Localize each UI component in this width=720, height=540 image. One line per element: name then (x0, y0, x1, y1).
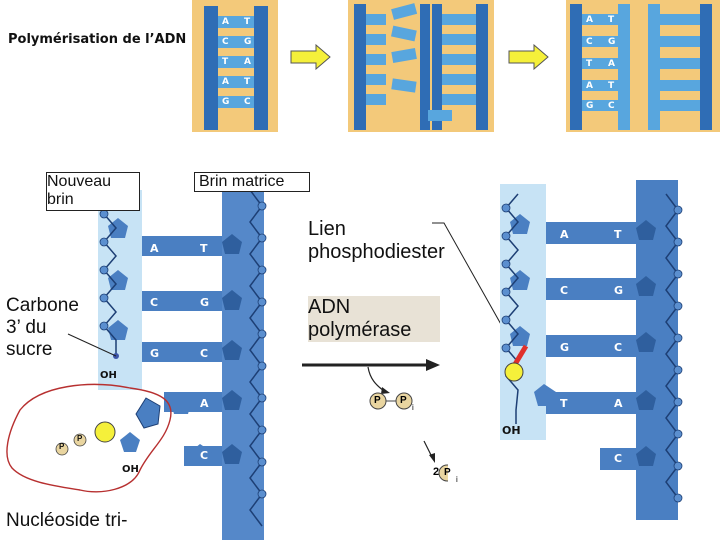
pair-left-1-b: G (200, 296, 210, 309)
thumb-right-a-0: A (586, 15, 593, 25)
phosphate-label-2: P (77, 434, 83, 443)
thumb-right-a-4: G (586, 101, 594, 111)
yellow-arrow-2 (508, 44, 549, 70)
dna-thumbnail-right-svg (570, 4, 712, 130)
pi-sub-1: i (412, 403, 414, 412)
thumb-right-b-4: C (608, 101, 615, 111)
pair-left-1-a: C (150, 296, 159, 309)
oh-label-top: OH (100, 370, 117, 381)
dna-thumbnail-left: A T C G T A A T G C (192, 0, 278, 132)
thumb-right-b-2: A (608, 59, 615, 69)
page-title: Polymérisation de l’ADN (8, 32, 187, 47)
thumb-left-a-2: T (222, 57, 229, 67)
label-nouveau-brin: Nouveau brin (46, 172, 140, 211)
pair-right-3-b: A (614, 397, 623, 410)
pair-right-1-b: G (614, 284, 624, 297)
two-label: 2 (433, 466, 440, 478)
thumb-left-b-2: A (244, 57, 251, 67)
dna-thumbnail-right: A T C G T A A T G C (566, 0, 720, 132)
replication-diagram-right (500, 180, 683, 520)
oh-label-right: OH (502, 424, 521, 437)
thumb-right-a-3: A (586, 81, 593, 91)
pair-right-2-a: G (560, 341, 570, 354)
right-next-base: C (614, 452, 623, 465)
pair-left-0-a: A (150, 242, 159, 255)
pair-right-0-b: T (614, 228, 622, 241)
thumb-right-a-2: T (586, 59, 593, 69)
label-lien-phosphodiester: Lien phosphodiester (308, 218, 445, 263)
pair-right-0-a: A (560, 228, 569, 241)
pair-left-2-a: G (150, 347, 160, 360)
pi-p3: P (444, 467, 451, 478)
dna-thumbnail-middle (348, 0, 494, 132)
thumb-left-a-3: A (222, 77, 229, 87)
label-carbone-3: Carbone 3’ du sucre (6, 295, 79, 360)
thumb-left-b-3: T (244, 77, 251, 87)
label-nucleoside: Nucléoside tri- (6, 510, 128, 531)
lien-pointer (432, 222, 517, 352)
thumb-left-a-0: A (222, 17, 229, 27)
incoming-base-label: A (200, 397, 209, 410)
label-adn-polymerase: ADN polymérase (308, 296, 440, 342)
label-brin-matrice: Brin matrice (194, 172, 310, 193)
thumb-left-a-1: C (222, 37, 229, 47)
thumb-right-a-1: C (586, 37, 593, 47)
pi-p1: P (374, 395, 381, 406)
thumb-right-b-0: T (608, 15, 615, 25)
phosphate-label-1: P (59, 442, 65, 451)
dna-thumbnail-left-svg (204, 6, 268, 130)
thumb-left-b-4: C (244, 97, 251, 107)
thumb-right-b-3: T (608, 81, 615, 91)
pair-right-2-b: C (614, 341, 623, 354)
pair-left-2-b: C (200, 347, 209, 360)
pair-right-1-a: C (560, 284, 569, 297)
reaction-arrows (302, 359, 448, 482)
thumb-left-b-1: G (244, 37, 252, 47)
thumb-left-b-0: T (244, 17, 251, 27)
pair-right-3-a: T (560, 397, 568, 410)
next-base-label: C (200, 449, 209, 462)
yellow-arrow-1 (290, 44, 331, 70)
oh-label-incoming: OH (122, 464, 139, 475)
replication-diagram-left (6, 180, 267, 540)
pi-sub-2: i (456, 475, 458, 484)
pair-left-0-b: T (200, 242, 208, 255)
thumb-left-a-4: G (222, 97, 230, 107)
thumb-right-b-1: G (608, 37, 616, 47)
dna-thumbnail-middle-svg (354, 3, 488, 130)
pi-p2: P (400, 395, 407, 406)
